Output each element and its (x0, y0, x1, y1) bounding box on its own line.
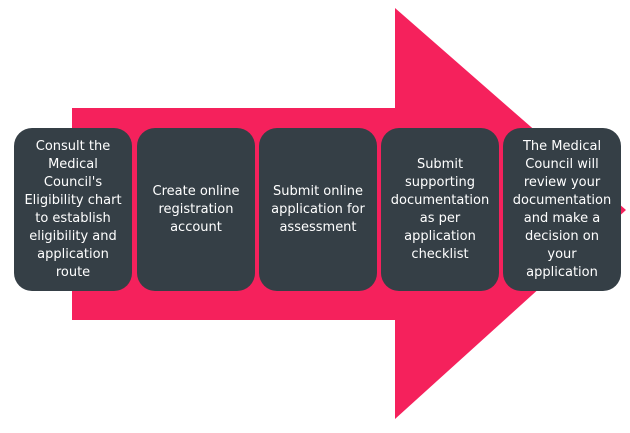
step-5-council-review-decision: The Medical Council will review your doc… (503, 128, 621, 291)
step-1-consult-eligibility-chart: Consult the Medical Council's Eligibilit… (14, 128, 132, 291)
step-2-create-registration-account: Create online registration account (137, 128, 255, 291)
step-4-submit-supporting-documentation: Submit supporting documentation as per a… (381, 128, 499, 291)
step-3-submit-online-application: Submit online application for assessment (259, 128, 377, 291)
